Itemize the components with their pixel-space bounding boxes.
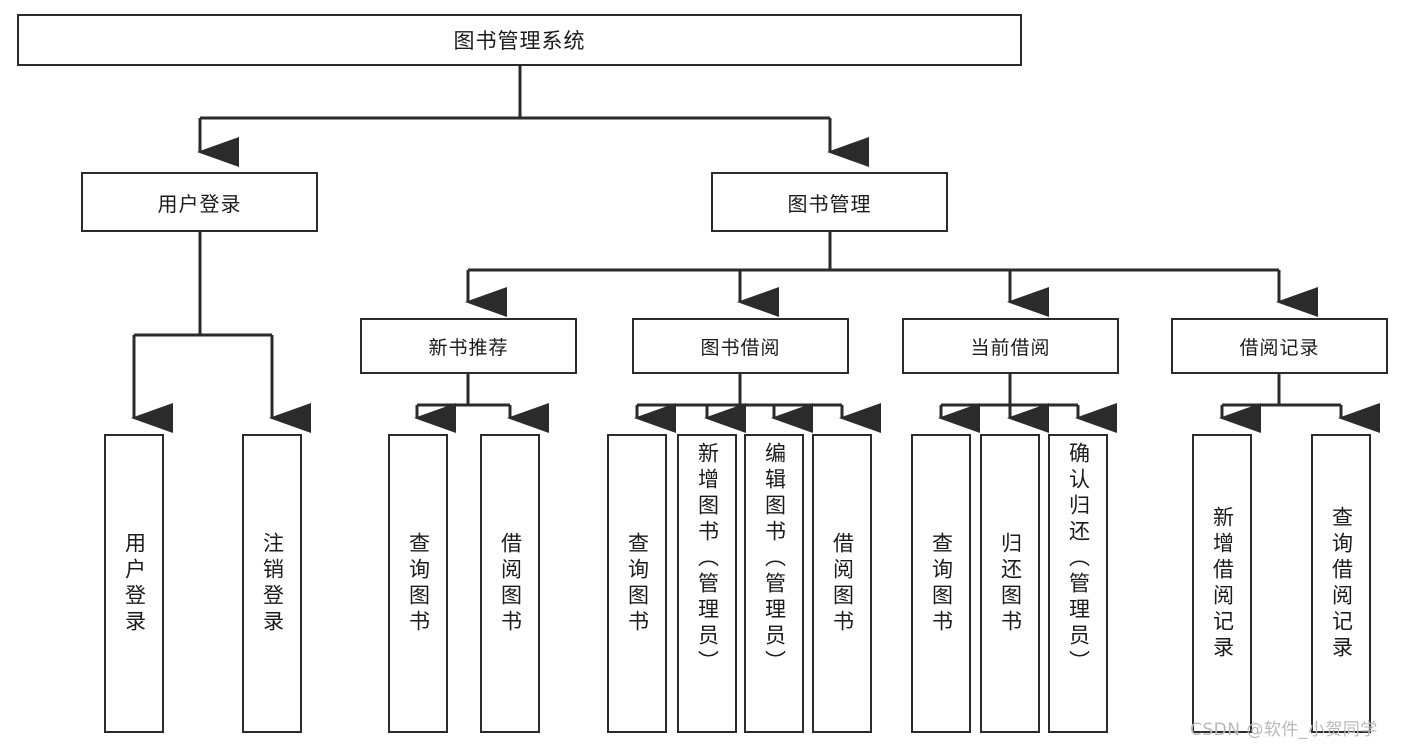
- leaf-add-borrow-record-label: 新增借阅记录: [1210, 505, 1235, 662]
- node-root-label: 图书管理系统: [453, 29, 586, 53]
- leaf-query-book-borrow-label: 查询图书: [625, 531, 650, 636]
- node-user-login[interactable]: 用户登录: [81, 172, 318, 232]
- node-user-login-label: 用户登录: [157, 191, 242, 216]
- leaf-query-book-recommend[interactable]: 查询图书: [388, 434, 448, 733]
- leaf-return-book[interactable]: 归还图书: [980, 434, 1040, 733]
- node-borrow-record-label: 借阅记录: [1239, 336, 1320, 359]
- node-book-borrow[interactable]: 图书借阅: [632, 318, 849, 374]
- leaf-borrow-book-label: 借阅图书: [830, 531, 855, 636]
- leaf-user-login[interactable]: 用户登录: [104, 434, 164, 733]
- node-current-borrow-label: 当前借阅: [970, 336, 1051, 359]
- leaf-query-book-current[interactable]: 查询图书: [911, 434, 971, 733]
- leaf-borrow-book[interactable]: 借阅图书: [812, 434, 872, 733]
- leaf-edit-book-admin-label: 编辑图书（管理员）: [762, 442, 787, 676]
- node-book-management[interactable]: 图书管理: [711, 172, 948, 232]
- node-current-borrow[interactable]: 当前借阅: [902, 318, 1119, 374]
- leaf-query-book-borrow[interactable]: 查询图书: [607, 434, 667, 733]
- leaf-add-book-admin[interactable]: 新增图书（管理员）: [677, 434, 737, 733]
- node-new-book-recommend[interactable]: 新书推荐: [360, 318, 577, 374]
- leaf-query-borrow-record-label: 查询借阅记录: [1329, 505, 1354, 662]
- leaf-query-book-current-label: 查询图书: [929, 531, 954, 636]
- leaf-user-login-label: 用户登录: [122, 531, 147, 636]
- leaf-confirm-return-admin[interactable]: 确认归还（管理员）: [1048, 434, 1108, 733]
- node-new-book-recommend-label: 新书推荐: [428, 336, 509, 359]
- leaf-query-borrow-record[interactable]: 查询借阅记录: [1311, 434, 1371, 733]
- csdn-watermark: CSDN @软件_小贺同学: [1190, 720, 1378, 740]
- leaf-edit-book-admin[interactable]: 编辑图书（管理员）: [744, 434, 804, 733]
- leaf-add-book-admin-label: 新增图书（管理员）: [695, 442, 720, 676]
- leaf-query-book-recommend-label: 查询图书: [406, 531, 431, 636]
- leaf-borrow-book-recommend-label: 借阅图书: [498, 531, 523, 636]
- leaf-logout-label: 注销登录: [260, 531, 285, 636]
- node-borrow-record[interactable]: 借阅记录: [1171, 318, 1388, 374]
- leaf-return-book-label: 归还图书: [998, 531, 1023, 636]
- node-root[interactable]: 图书管理系统: [17, 14, 1022, 66]
- node-book-management-label: 图书管理: [787, 191, 872, 216]
- leaf-confirm-return-admin-label: 确认归还（管理员）: [1066, 442, 1091, 676]
- leaf-borrow-book-recommend[interactable]: 借阅图书: [480, 434, 540, 733]
- leaf-add-borrow-record[interactable]: 新增借阅记录: [1192, 434, 1252, 733]
- node-book-borrow-label: 图书借阅: [700, 336, 781, 359]
- leaf-logout[interactable]: 注销登录: [242, 434, 302, 733]
